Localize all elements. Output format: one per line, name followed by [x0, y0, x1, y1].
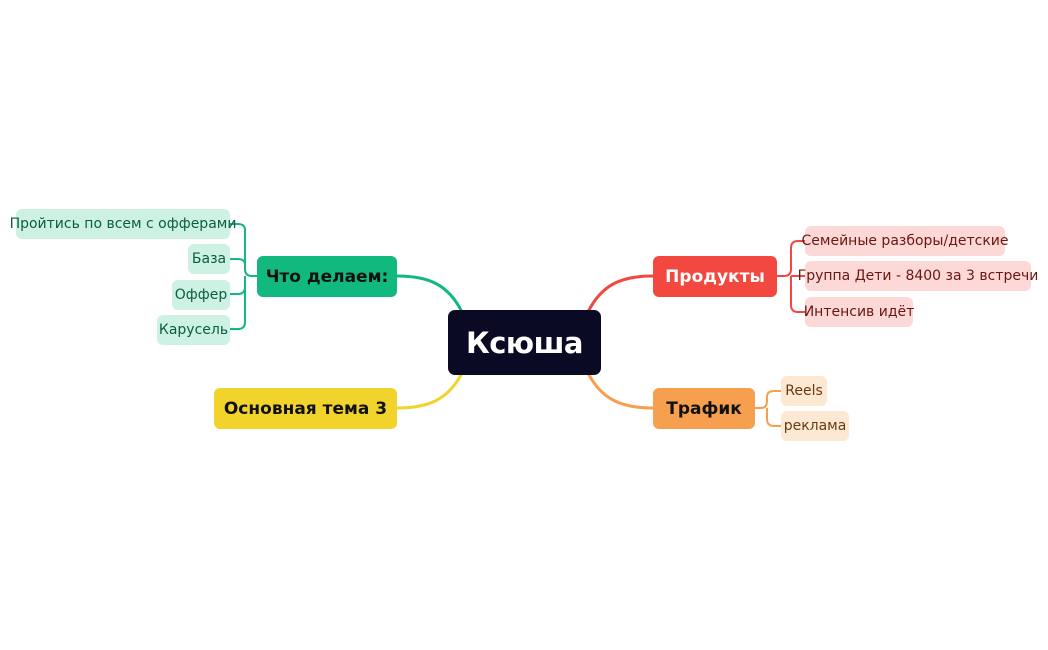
subtopic-kids-group[interactable]: Группа Дети - 8400 за 3 встречи: [798, 261, 1038, 291]
topic-main-theme-3[interactable]: Основная тема 3: [214, 388, 397, 429]
connector-group-products: [777, 240, 805, 313]
topic-products[interactable]: Продукты: [653, 256, 777, 297]
connector-traffic-top: [755, 390, 781, 409]
central-topic[interactable]: Ксюша: [448, 310, 601, 375]
topic-what-we-do[interactable]: Что делаем:: [257, 256, 397, 297]
connector-root-to-what-we-do: [396, 274, 464, 313]
connector-products-bottom: [790, 276, 805, 313]
connector-what-we-do-trunk: [230, 223, 257, 277]
topic-traffic[interactable]: Трафик: [653, 388, 755, 429]
connector-what-we-do-leaf-1: [230, 258, 246, 266]
subtopic-offer[interactable]: Оффер: [172, 280, 230, 310]
connector-products-trunk: [777, 240, 805, 277]
connector-traffic-bottom: [766, 408, 781, 427]
subtopic-base[interactable]: База: [188, 244, 230, 274]
subtopic-intensive[interactable]: Интенсив идёт: [804, 297, 914, 327]
connector-root-to-main-theme: [396, 372, 464, 410]
subtopic-carousel[interactable]: Карусель: [157, 315, 230, 345]
connector-what-we-do-bottom: [230, 276, 246, 330]
subtopic-family-reviews[interactable]: Семейные разборы/детские: [802, 226, 1009, 256]
connector-group-traffic: [755, 390, 781, 427]
subtopic-reels[interactable]: Reels: [781, 376, 827, 406]
connector-root-to-traffic: [586, 372, 654, 410]
connector-group-what-we-do: [230, 223, 257, 330]
subtopic-go-through-all-with-offers[interactable]: Пройтись по всем с офферами: [10, 209, 236, 239]
connector-what-we-do-leaf-2: [230, 286, 246, 295]
subtopic-advertising[interactable]: реклама: [781, 411, 849, 441]
connector-root-to-products: [586, 274, 654, 313]
